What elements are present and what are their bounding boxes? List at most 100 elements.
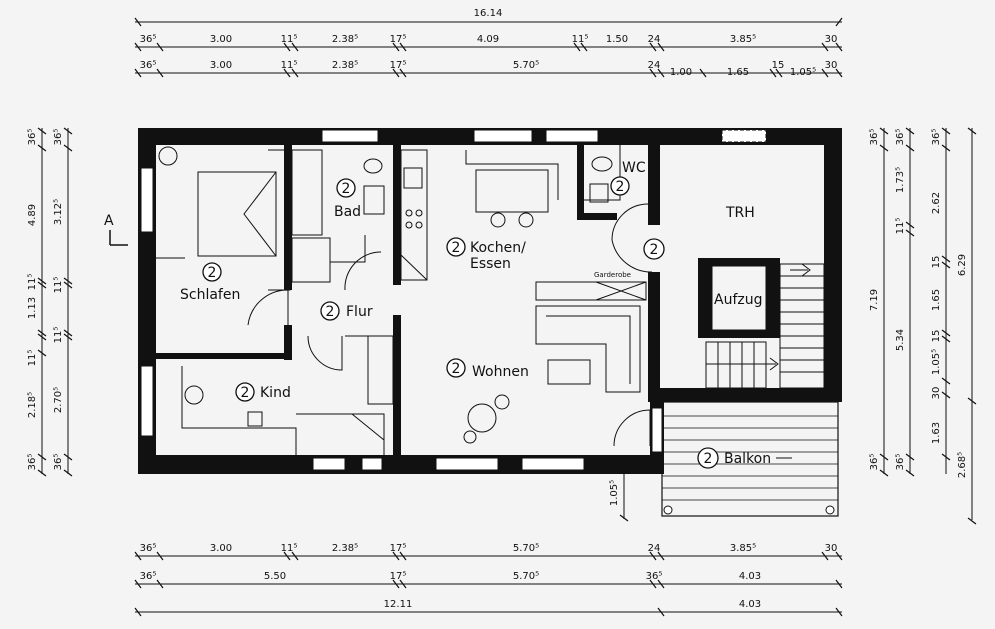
dim-right-c: 1.05⁵ — [931, 349, 942, 375]
room-number-bubble — [202, 262, 222, 282]
dim-right-a: 36⁵ — [869, 454, 880, 471]
dim-right-c: 36⁵ — [931, 129, 942, 146]
room-number: 2 — [452, 240, 461, 256]
dim-bot-r1: 30 — [825, 543, 838, 554]
room-label-bad: Bad — [334, 204, 361, 220]
dim-right-d: 6.29 — [957, 254, 968, 276]
dim-top-r2: 1.65 — [727, 67, 749, 78]
room-number-bubble — [610, 176, 630, 196]
dim-left-inner: 11⁵ — [53, 277, 64, 294]
dim-top-r1: 24 — [648, 34, 661, 45]
dim-top-r2: 11⁵ — [281, 60, 298, 71]
dimension-texts: 16.14 36⁵ 3.00 11⁵ 2.38⁵ 17⁵ 4.09 11⁵ 1.… — [27, 8, 968, 610]
dim-bot-r2: 5.50 — [264, 571, 286, 582]
room-number: 2 — [452, 361, 461, 377]
room-number-bubble — [446, 358, 466, 378]
dim-top-r1: 2.38⁵ — [332, 34, 358, 45]
room-label-essen: Essen — [470, 256, 511, 272]
windows — [140, 129, 767, 471]
dim-right-c: 1.65 — [931, 289, 942, 311]
dim-right-b: 1.73⁵ — [895, 167, 906, 193]
dim-left-inner: 36⁵ — [53, 454, 64, 471]
dim-right-c: 15 — [931, 256, 942, 269]
room-label-aufzug: Aufzug — [714, 292, 763, 308]
dimension-ticks — [37, 17, 977, 617]
dim-bot-r2: 5.70⁵ — [513, 571, 539, 582]
dim-top-r2: 15 — [772, 60, 785, 71]
dim-top-r2: 17⁵ — [390, 60, 407, 71]
room-labels: 2 Schlafen 2 Bad 2 Kochen/ Essen WC 2 TR… — [180, 160, 792, 469]
dim-right-b-top: 36⁵ — [895, 129, 906, 146]
dim-bot-r1: 3.85⁵ — [730, 543, 756, 554]
dim-bot-r1: 5.70⁵ — [513, 543, 539, 554]
dim-top-r2: 30 — [825, 60, 838, 71]
dim-top-r1: 4.09 — [477, 34, 499, 45]
dim-right-c: 2.62 — [931, 192, 942, 214]
dim-top-r1: 36⁵ — [140, 34, 157, 45]
room-number: 2 — [650, 242, 659, 258]
room-number: 2 — [342, 181, 351, 197]
dim-bot-r3: 4.03 — [739, 599, 761, 610]
room-label-wohnen: Wohnen — [472, 364, 529, 380]
dim-left-bot: 36⁵ — [27, 454, 38, 471]
section-marker-label: A — [104, 213, 114, 229]
room-number: 2 — [704, 451, 713, 467]
dim-top-r1: 11⁵ — [281, 34, 298, 45]
dim-right-b: 5.34 — [895, 329, 906, 351]
dim-top-r1: 30 — [825, 34, 838, 45]
dim-top-r2: 24 — [648, 60, 661, 71]
room-number: 2 — [208, 265, 217, 281]
room-label-flur: Flur — [346, 304, 373, 320]
dim-right-c: 15 — [931, 330, 942, 343]
dim-right-a: 7.19 — [869, 289, 880, 311]
furniture — [156, 145, 825, 455]
dim-left-inner: 3.12⁵ — [53, 199, 64, 225]
dim-top-r2: 5.70⁵ — [513, 60, 539, 71]
section-marker-a: A — [104, 213, 128, 246]
dim-bot-r1: 11⁵ — [281, 543, 298, 554]
room-number: 2 — [616, 179, 625, 195]
dim-right-d: 2.68⁵ — [957, 452, 968, 478]
dim-top-r2: 1.05⁵ — [790, 67, 816, 78]
dim-right-b: 36⁵ — [895, 454, 906, 471]
dim-top-r1: 1.50 — [606, 34, 628, 45]
dim-left-inner: 11⁵ — [53, 327, 64, 344]
room-number-bubble — [697, 447, 719, 469]
dim-left-outer: 4.89 — [27, 204, 38, 226]
dim-top-r2: 3.00 — [210, 60, 232, 71]
dim-bot-r2: 36⁵ — [646, 571, 663, 582]
dim-left-11: 11⁵ — [27, 274, 38, 291]
dim-top-r2: 2.38⁵ — [332, 60, 358, 71]
dim-bot-r2: 36⁵ — [140, 571, 157, 582]
dim-left-outer: 1.13 — [27, 297, 38, 319]
garderobe-label: Garderobe — [594, 271, 631, 279]
dim-top-r2: 36⁵ — [140, 60, 157, 71]
dim-left-outer: 2.18⁵ — [27, 392, 38, 418]
room-number-bubble — [320, 301, 340, 321]
dim-top-r1: 3.00 — [210, 34, 232, 45]
room-label-kind: Kind — [260, 385, 291, 401]
dim-bot-r1: 3.00 — [210, 543, 232, 554]
room-number: 2 — [326, 304, 335, 320]
dim-right-c: 1.63 — [931, 422, 942, 444]
dim-bot-r3: 12.11 — [384, 599, 413, 610]
dim-bot-r1: 2.38⁵ — [332, 543, 358, 554]
dim-left-inner: 2.70⁵ — [53, 387, 64, 413]
room-number-bubble — [446, 237, 466, 257]
dim-bot-r2: 4.03 — [739, 571, 761, 582]
dim-bot-r1: 24 — [648, 543, 661, 554]
dim-left-inner: 36⁵ — [53, 129, 64, 146]
room-label-trh: TRH — [725, 205, 755, 221]
dim-right-a: 36⁵ — [869, 129, 880, 146]
room-number: 2 — [241, 385, 250, 401]
dim-bot-r1: 36⁵ — [140, 543, 157, 554]
dim-right-b: 11⁵ — [895, 218, 906, 235]
dim-bot-r1: 17⁵ — [390, 543, 407, 554]
room-label-kochen: Kochen/ — [470, 240, 526, 256]
dim-right-c: 30 — [931, 387, 942, 400]
dim-top-r1: 11⁵ — [572, 34, 589, 45]
dim-balcony-depth: 1.05⁵ — [609, 480, 620, 506]
room-label-schlafen: Schlafen — [180, 287, 240, 303]
dim-top-r1: 17⁵ — [390, 34, 407, 45]
